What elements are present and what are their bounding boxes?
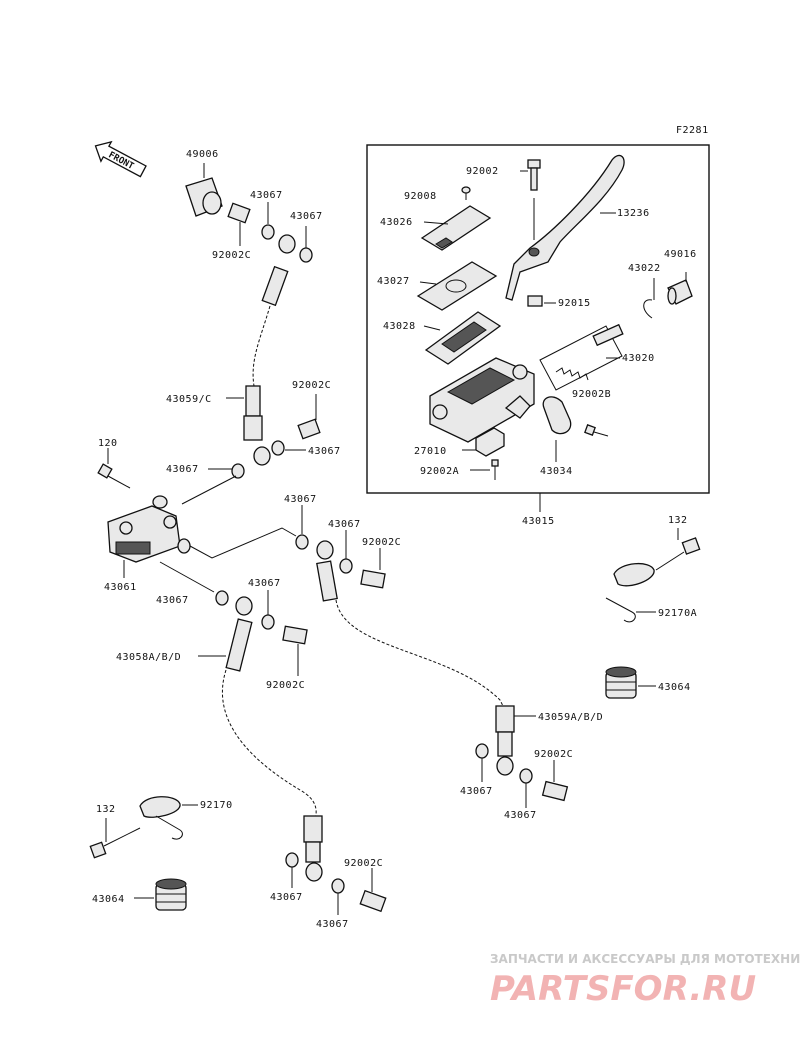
label-43027: 43027	[377, 276, 410, 287]
hose-fitting-43059c	[243, 385, 271, 466]
banjo-bolt-bottom	[359, 889, 387, 913]
banjo-bolt-right-upper	[360, 569, 386, 589]
label-13236: 13236	[617, 208, 650, 219]
diaphragm	[424, 311, 502, 365]
screw-92002a	[491, 459, 499, 480]
banjo-bolt-top	[227, 202, 251, 224]
hose-fitting-43059abd	[495, 705, 515, 776]
label-92015: 92015	[558, 298, 591, 309]
hose-fitting-bottom	[303, 815, 323, 882]
nut-92015	[527, 295, 543, 307]
label-43067-l: 43067	[316, 919, 349, 930]
washer-8	[261, 614, 275, 630]
washer-4	[231, 463, 245, 479]
label-92002c-d: 92002C	[266, 680, 305, 691]
label-120: 120	[98, 438, 118, 449]
bolt-120	[97, 463, 131, 489]
bolt-132-lower	[89, 827, 141, 859]
label-43067-a: 43067	[250, 190, 283, 201]
label-132-a: 132	[96, 804, 116, 815]
label-43067-c: 43067	[308, 446, 341, 457]
washer-9	[475, 743, 489, 759]
label-43067-k: 43067	[270, 892, 303, 903]
label-43020: 43020	[622, 353, 655, 364]
label-92002c-a: 92002C	[212, 250, 251, 261]
figure-code: F2281	[676, 125, 709, 136]
bolt-92002	[527, 159, 541, 191]
label-43067-b: 43067	[290, 211, 323, 222]
grommet-43064-upper	[605, 666, 637, 699]
label-43034: 43034	[540, 466, 573, 477]
boot-49016	[667, 279, 693, 305]
label-43067-g: 43067	[328, 519, 361, 530]
washer-6	[215, 590, 229, 606]
label-92002c-b: 92002C	[292, 380, 331, 391]
washer-11	[285, 852, 299, 868]
piston-kit	[539, 323, 624, 391]
hose-fitting-43058	[225, 596, 253, 672]
banjo-bolt-mid	[297, 418, 321, 440]
label-132-b: 132	[668, 515, 688, 526]
screw-92008	[461, 186, 471, 200]
reservoir-cap	[420, 205, 492, 251]
front-arrow-icon: FRONT	[94, 140, 147, 178]
washer-1	[261, 224, 275, 240]
label-43067-d: 43067	[166, 464, 199, 475]
label-43015: 43015	[522, 516, 555, 527]
clamp-holder	[542, 396, 572, 435]
label-43067-h: 43067	[248, 578, 281, 589]
label-43064-a: 43064	[92, 894, 125, 905]
label-92002a: 92002A	[420, 466, 459, 477]
label-43022: 43022	[628, 263, 661, 274]
washer-5	[295, 534, 309, 550]
brake-lever	[505, 154, 625, 301]
label-92170a: 92170A	[658, 608, 697, 619]
master-cylinder-body	[429, 357, 535, 443]
label-43026: 43026	[380, 217, 413, 228]
washer-10	[519, 768, 533, 784]
banjo-bolt-left-lower	[282, 625, 308, 645]
label-49006: 49006	[186, 149, 219, 160]
label-92170: 92170	[200, 800, 233, 811]
label-43067-i: 43067	[460, 786, 493, 797]
label-92002b: 92002B	[572, 389, 611, 400]
label-43061: 43061	[104, 582, 137, 593]
hose-fitting-upper	[261, 234, 296, 307]
diaphragm-plate	[416, 261, 498, 311]
circlip-43022	[643, 299, 653, 319]
hose-fitting-right-upper	[316, 540, 338, 602]
label-49016: 49016	[664, 249, 697, 260]
bolt-92002b	[584, 424, 609, 437]
label-43067-e: 43067	[284, 494, 317, 505]
hose-clamp-92170	[139, 796, 183, 840]
watermark-tagline: ЗАПЧАСТИ И АКСЕССУАРЫ ДЛЯ МОТОТЕХНИКИ	[490, 952, 800, 966]
brake-hose-joint-43061	[107, 495, 191, 563]
label-43028: 43028	[383, 321, 416, 332]
bleeder-cap-49006	[185, 177, 223, 217]
label-92002c-e: 92002C	[534, 749, 573, 760]
washer-12	[331, 878, 345, 894]
washer-2	[299, 247, 313, 263]
label-92002c-f: 92002C	[344, 858, 383, 869]
hose-clamp-92170a	[605, 563, 655, 623]
label-43067-j: 43067	[504, 810, 537, 821]
label-92008: 92008	[404, 191, 437, 202]
bolt-132-upper	[655, 537, 701, 571]
label-92002: 92002	[466, 166, 499, 177]
label-43059abd: 43059A/B/D	[538, 712, 603, 723]
label-43064-b: 43064	[658, 682, 691, 693]
washer-7	[339, 558, 353, 574]
banjo-bolt-right-lower	[541, 780, 569, 802]
label-43067-f: 43067	[156, 595, 189, 606]
grommet-43064-lower	[155, 878, 187, 911]
washer-3	[271, 440, 285, 456]
master-cylinder-assembly-box	[366, 144, 710, 494]
label-43058: 43058A/B/D	[116, 652, 181, 663]
watermark-logo: PARTSFOR.RU	[490, 969, 756, 1009]
label-27010: 27010	[414, 446, 447, 457]
label-43059c: 43059/C	[166, 394, 212, 405]
label-92002c-c: 92002C	[362, 537, 401, 548]
